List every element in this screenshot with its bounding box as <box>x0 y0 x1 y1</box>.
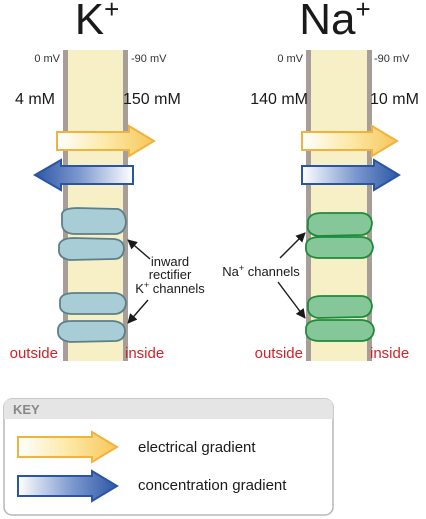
na-channel-label: Na+ channels <box>222 263 300 279</box>
na-channel-subunit <box>307 295 373 319</box>
k-channel-subunit <box>58 237 125 261</box>
k-channel-label-line2: rectifier <box>149 267 192 282</box>
sodium-conc-inside: 10 mM <box>370 91 419 108</box>
sodium-channels <box>305 212 375 342</box>
sodium-panel: Na+ 0 mV -90 mV 140 mM 10 mM Na+ channel… <box>222 0 419 362</box>
key-heading: KEY <box>13 402 40 417</box>
na-channel-subunit <box>305 319 375 342</box>
sodium-electrical-arrow <box>301 124 399 158</box>
sodium-inside-label: inside <box>370 345 409 362</box>
potassium-voltage-outside: 0 mV <box>34 53 60 65</box>
na-channel-subunit <box>305 236 374 259</box>
k-channel-subunit <box>61 207 127 235</box>
key-concentration-arrow <box>17 469 119 503</box>
sodium-outside-label: outside <box>255 345 303 362</box>
potassium-concentration-arrow <box>32 158 134 192</box>
sodium-title: Na+ <box>299 0 370 44</box>
potassium-title: K+ <box>75 0 120 44</box>
k-channel-pointer-upper <box>127 239 151 260</box>
potassium-voltage-inside: -90 mV <box>131 53 167 65</box>
key-panel: KEY electrical gradient concentration gr… <box>3 398 334 516</box>
sodium-voltage-inside: -90 mV <box>374 53 410 65</box>
potassium-conc-outside: 4 mM <box>15 91 55 108</box>
sodium-voltage-outside: 0 mV <box>277 53 303 65</box>
na-channel-pointer-lower <box>277 281 306 319</box>
k-channel-subunit <box>57 320 126 343</box>
sodium-concentration-arrow <box>301 158 401 192</box>
potassium-conc-inside: 150 mM <box>123 91 181 108</box>
na-channel-pointer-upper <box>279 232 306 259</box>
key-concentration-label: concentration gradient <box>138 477 287 494</box>
potassium-electrical-arrow <box>56 124 156 158</box>
key-electrical-arrow <box>17 430 119 464</box>
sodium-conc-outside: 140 mM <box>250 91 308 108</box>
potassium-outside-label: outside <box>10 345 58 362</box>
k-channel-pointer-lower <box>127 299 149 324</box>
potassium-panel: K+ 0 mV -90 mV 4 mM 150 mM inward rectif… <box>10 0 206 362</box>
key-header-bar <box>4 399 333 419</box>
key-electrical-label: electrical gradient <box>138 439 256 456</box>
potassium-channels <box>57 207 127 343</box>
potassium-inside-label: inside <box>125 345 164 362</box>
na-channel-subunit <box>306 212 373 237</box>
k-channel-label-line1: inward <box>151 254 189 269</box>
k-channel-subunit <box>59 292 127 315</box>
k-channel-label-line3: K+ channels <box>135 280 205 296</box>
